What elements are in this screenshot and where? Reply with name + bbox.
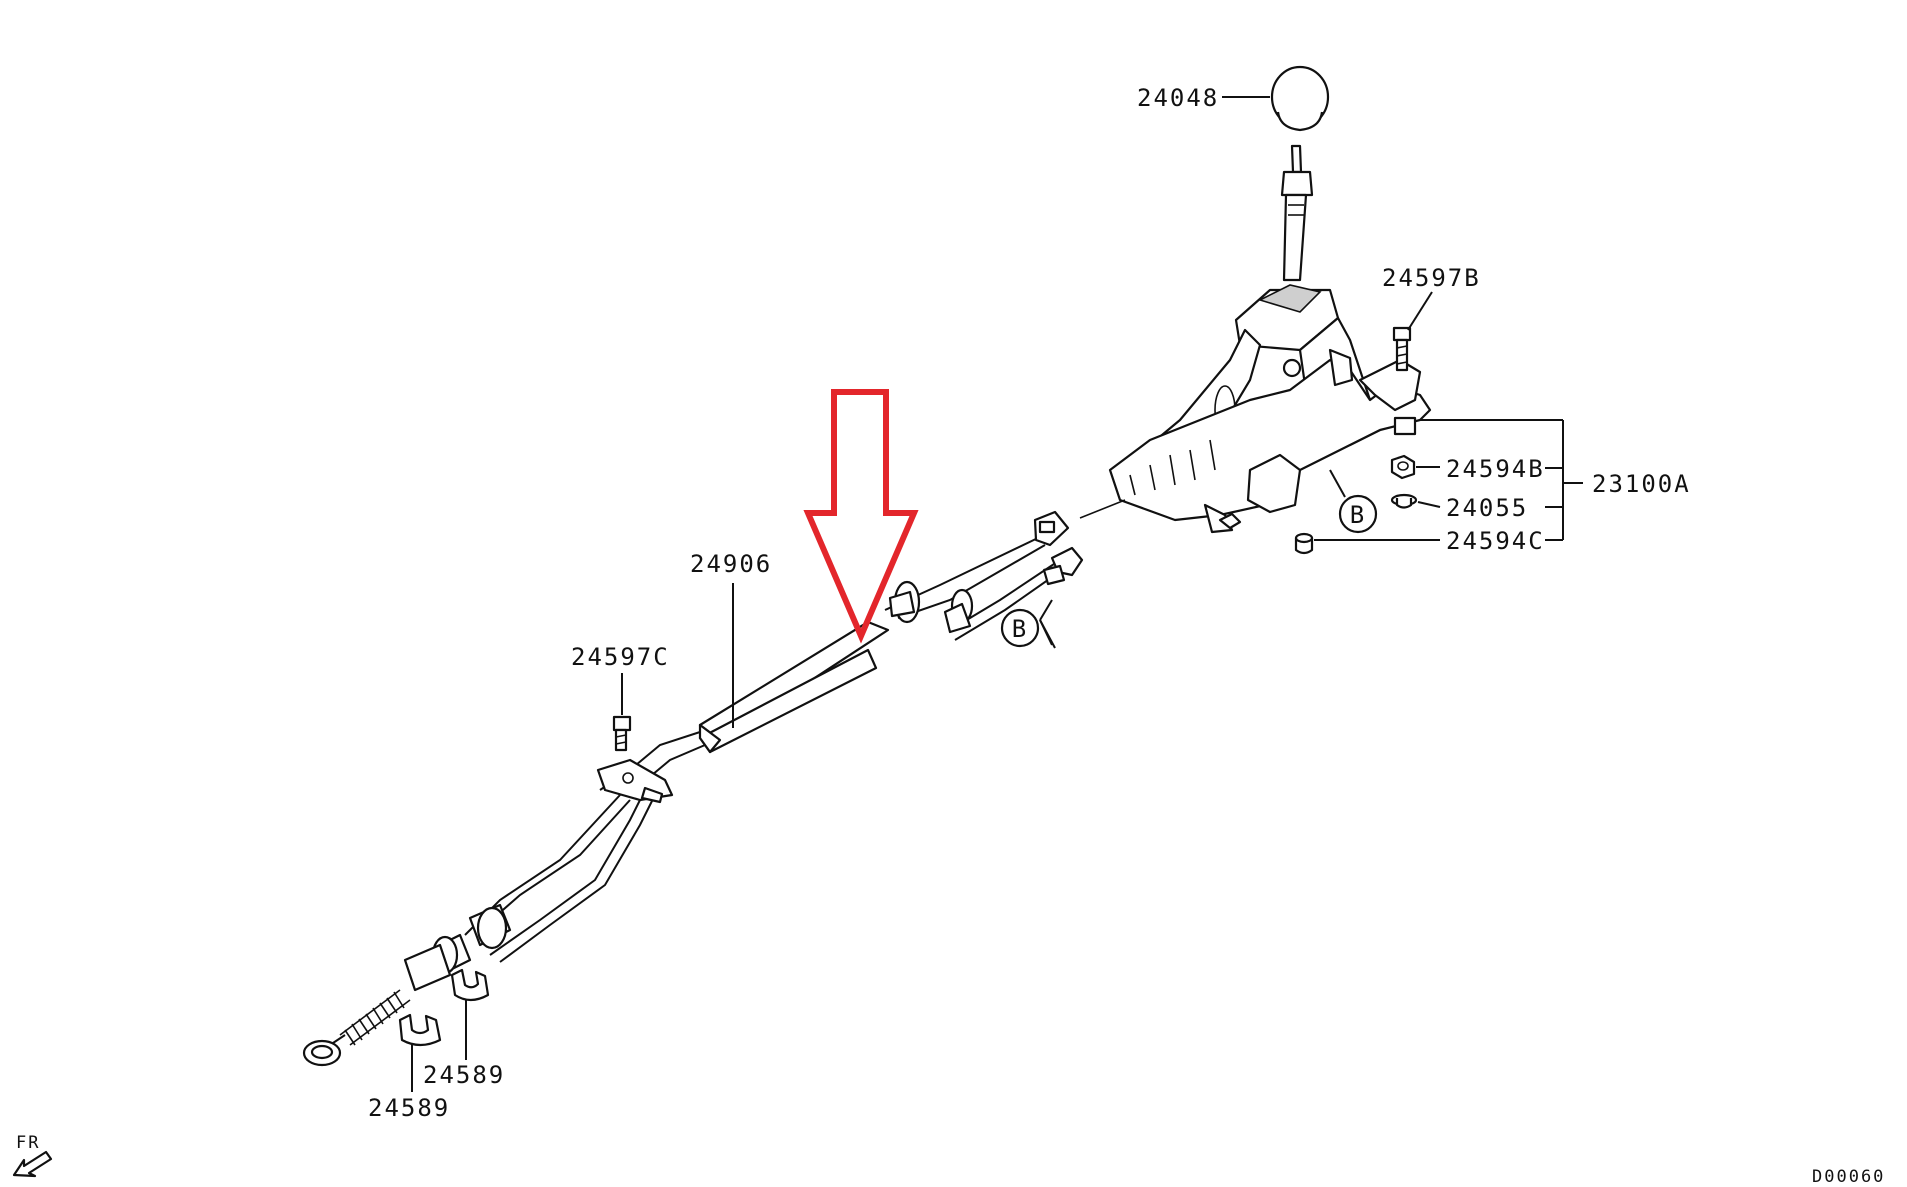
centerline [1079,499,1126,519]
label-24055: 24055 [1446,494,1528,522]
shift-cable-assembly [302,510,1084,1067]
svg-text:FR: FR [16,1133,40,1153]
front-direction-arrow-icon: FR [12,1133,53,1178]
label-24594b: 24594B [1446,455,1545,483]
bolt-24597c [612,715,632,752]
label-24597b: 24597B [1382,264,1481,292]
label-24597c: 24597C [571,643,670,671]
nut-24594b [1390,454,1416,480]
label-24594c: 24594C [1446,527,1545,555]
label-24048: 24048 [1137,84,1219,112]
down-arrow-icon [803,389,919,644]
collar-24594c [1294,532,1314,555]
reference-b-lower: B [1000,608,1040,648]
label-24589-right: 24589 [423,1061,505,1089]
clip-24589-left [398,1013,442,1047]
label-24906: 24906 [690,550,772,578]
shift-lever-rod [1280,144,1314,282]
label-23100a: 23100A [1592,470,1691,498]
bolt-24597b [1392,326,1412,372]
bellows-coils [344,991,405,1046]
shift-knob [1270,65,1330,132]
reference-b-upper: B [1338,494,1378,534]
leader-lines [411,96,1583,1092]
label-24589-left: 24589 [368,1094,450,1122]
svg-text:B: B [1012,615,1028,643]
clip-24589-right [450,968,490,1002]
diagram-code: D00060 [1812,1167,1885,1187]
svg-text:B: B [1350,501,1366,529]
lever-housing [1108,284,1432,534]
bushing-24055 [1390,493,1418,509]
